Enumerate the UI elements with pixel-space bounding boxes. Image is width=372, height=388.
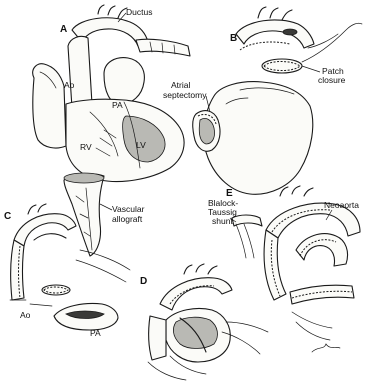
neoaorta-label: Neoaorta bbox=[324, 200, 359, 210]
vascular-allograft-label-line1: Vascular bbox=[112, 204, 145, 214]
left-ventricle-label: LV bbox=[136, 140, 146, 150]
aorta-label-c: Ao bbox=[20, 310, 31, 320]
vascular-allograft-label-line2: allograft bbox=[112, 214, 143, 224]
blalock-taussig-label-line3: shunt bbox=[212, 216, 233, 226]
panel-d-illustration bbox=[148, 264, 268, 380]
atrial-septectomy-label-line1: Atrial bbox=[171, 80, 190, 90]
panel-d-letter: D bbox=[140, 276, 147, 287]
pulmonary-artery-label-c: PA bbox=[90, 328, 101, 338]
vascular-allograft-illustration bbox=[64, 173, 104, 256]
right-ventricle-label: RV bbox=[80, 142, 92, 152]
panel-a-letter: A bbox=[60, 24, 67, 35]
panel-b-illustration bbox=[193, 7, 362, 194]
atrial-septectomy-label-line2: septectomy bbox=[163, 90, 207, 100]
patch-closure-label-line2: closure bbox=[318, 75, 346, 85]
aorta-label-a: Ao bbox=[64, 80, 75, 90]
panel-b-letter: B bbox=[230, 33, 237, 44]
panel-e-illustration bbox=[232, 186, 360, 352]
panel-c-letter: C bbox=[4, 211, 11, 222]
ductus-label: Ductus bbox=[126, 7, 152, 17]
pulmonary-artery-label-a: PA bbox=[112, 100, 123, 110]
